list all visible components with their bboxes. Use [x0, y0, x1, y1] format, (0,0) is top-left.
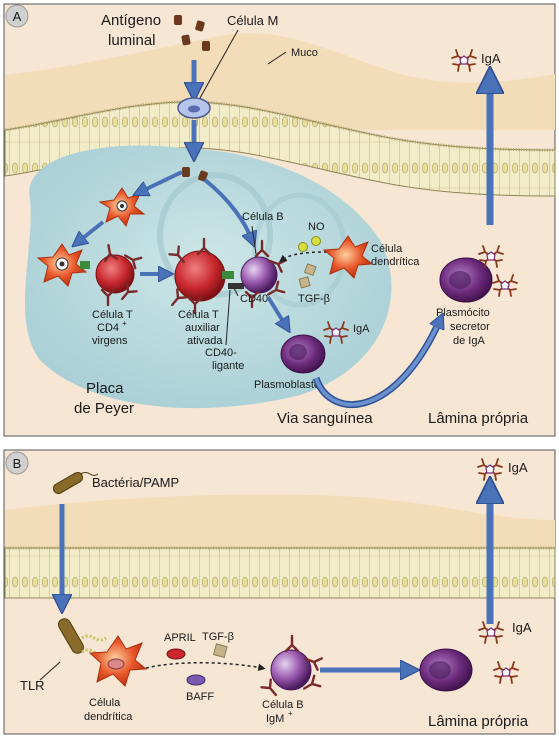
iga-top-b-label: IgA	[508, 460, 528, 475]
b-cell-igm	[260, 634, 323, 700]
dashed-arrow-dendritic-to-b	[278, 251, 328, 263]
baff-molecule	[186, 674, 206, 686]
helper-t-label-1: Célula T	[178, 309, 219, 321]
badge-a	[5, 4, 29, 28]
tgf-molecule-1	[303, 263, 317, 277]
antigen-label-2: luminal	[108, 32, 156, 49]
dendritic-cell-2	[36, 243, 88, 287]
b-cell-igm-label-1: Célula B	[262, 699, 304, 711]
cd40-cd40l-contact	[222, 271, 234, 279]
mucus-layer-b	[5, 494, 555, 548]
dendritic-cell-b	[88, 635, 148, 687]
bacteria-label: Bactéria/PAMP	[92, 475, 179, 490]
b-cell-igm-sup: +	[288, 709, 293, 718]
bacterium-bottom	[58, 618, 84, 654]
tgf-label-b: TGF-β	[202, 631, 234, 643]
peyer-label-2: de Peyer	[74, 400, 134, 417]
naive-t-cell	[95, 242, 143, 307]
badge-a-label: A	[13, 9, 22, 24]
plasma-cell-b	[419, 648, 473, 692]
bacterium-top	[52, 472, 99, 494]
dendritic-cell-3	[322, 235, 374, 279]
no-label: NO	[308, 221, 325, 233]
arrow-b-to-plasmablast	[266, 295, 286, 326]
tgf-molecule-2	[298, 276, 311, 289]
arrow-to-dendritic-1	[140, 170, 183, 192]
cd40-label: CD40	[240, 293, 268, 305]
arrow-dendritic-to-dendritic	[78, 220, 105, 242]
iga-top-label: IgA	[481, 51, 501, 66]
plasmablast-iga-label: IgA	[353, 323, 370, 335]
no-molecule-1	[311, 236, 321, 246]
plasmablast	[280, 334, 326, 374]
dendritic-b-label-1: Célula	[89, 697, 121, 709]
naive-t-sup: +	[122, 319, 127, 328]
plasma-cell-label-3: de IgA	[453, 335, 485, 347]
naive-t-label-3: virgens	[92, 335, 128, 347]
badge-b	[5, 451, 29, 475]
naive-t-label-1: Célula T	[92, 309, 133, 321]
mucus-leader	[267, 51, 287, 65]
dendritic-b-label-2: dendrítica	[84, 711, 133, 723]
blood-label: Via sanguínea	[277, 410, 373, 427]
cd40-leader	[233, 287, 239, 297]
panel-a: A Antígeno luminal Célula M Muco	[3, 3, 556, 437]
b-cell-leader	[251, 225, 257, 255]
peyer-label-1: Placa	[86, 380, 124, 397]
dendritic-label-2: dendrítica	[371, 256, 420, 268]
blood-arrow	[314, 320, 440, 407]
lamina-label-a: Lâmina própria	[428, 410, 529, 427]
epithelium-layer-b	[4, 547, 556, 599]
arrow-to-b-cell	[203, 178, 252, 240]
tlr-receptors	[81, 634, 107, 642]
tgf-molecule-b	[213, 643, 228, 658]
m-cell-nucleus	[188, 105, 200, 113]
plasma-cell-label-2: secretor	[450, 321, 490, 333]
brush-border	[4, 100, 556, 152]
mucus-label: Muco	[291, 47, 318, 59]
april-molecule	[166, 648, 186, 660]
tgf-label-a: TGF-β	[298, 293, 330, 305]
b-cell-a	[240, 239, 287, 309]
helper-t-label-3: ativada	[187, 335, 223, 347]
m-cell-leader	[199, 29, 239, 99]
lamina-label-b: Lâmina própria	[428, 713, 529, 730]
m-cell-label: Célula M	[227, 13, 278, 28]
b-cell-label: Célula B	[242, 211, 284, 223]
dendritic-label-1: Célula	[371, 243, 403, 255]
cd40l-leader	[225, 289, 231, 346]
helper-t-label-2: auxiliar	[185, 322, 220, 334]
badge-b-label: B	[13, 456, 22, 471]
plasma-cell-label-1: Plasmócito	[436, 307, 490, 319]
cd40-bar	[228, 283, 244, 289]
mhc-tcr-1	[80, 261, 90, 269]
b-cell-igm-label-2: IgM	[266, 713, 284, 725]
no-molecule-2	[298, 242, 308, 252]
cd40l-label-1: CD40-	[205, 347, 237, 359]
cd40l-label-2: ligante	[212, 360, 244, 372]
tlr-label: TLR	[20, 678, 45, 693]
naive-t-label-2: CD4	[97, 322, 119, 334]
plasmablast-label: Plasmoblasto	[254, 379, 320, 391]
april-label: APRIL	[164, 632, 196, 644]
tlr-leader	[39, 661, 61, 681]
panel-b: B Bactéria/PAMP IgA TLR Célula dendrític…	[3, 449, 556, 735]
iga-b-label: IgA	[512, 620, 532, 635]
plasma-cell-a	[439, 257, 493, 303]
antigen-label-1: Antígeno	[101, 12, 161, 29]
baff-label: BAFF	[186, 691, 214, 703]
